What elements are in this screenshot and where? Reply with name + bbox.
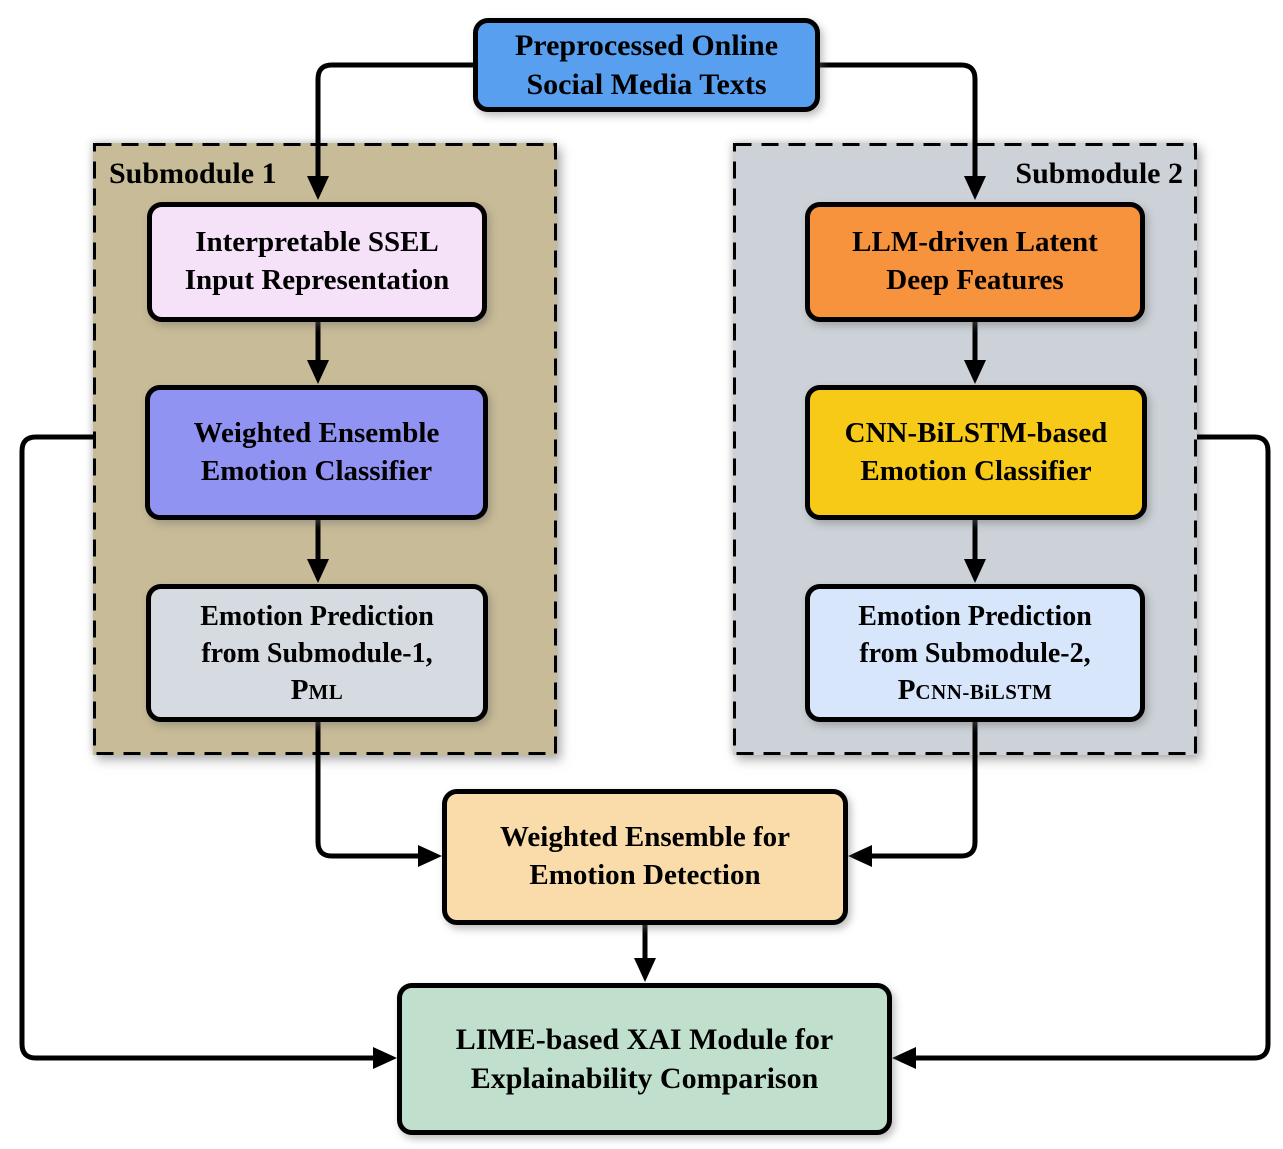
submodule2-prediction-box: Emotion Prediction from Submodule-2, PCN… (805, 584, 1145, 722)
symbol-sub-cnn-bilstm: CNN-BiLSTM (915, 679, 1053, 704)
symbol-p-ml: P (290, 673, 309, 706)
ssel-input-representation-label: Interpretable SSEL Input Representation (184, 226, 450, 296)
submodule1-prediction-box: Emotion Prediction from Submodule-1, PML (146, 584, 488, 722)
weighted-ensemble-classifier-label: Weighted Ensemble Emotion Classifier (193, 416, 440, 487)
submodule2-prediction-symbol: PCNN-BiLSTM (897, 673, 1053, 707)
llm-latent-features-label: LLM-driven Latent Deep Features (852, 226, 1098, 296)
symbol-sub-ml: ML (308, 679, 344, 704)
cnn-bilstm-classifier-box: CNN-BiLSTM-based Emotion Classifier (805, 385, 1147, 520)
arrowhead-sm1-prediction-to-ensemble (418, 845, 442, 867)
llm-latent-features-box: LLM-driven Latent Deep Features (805, 202, 1145, 322)
weighted-ensemble-detection-box: Weighted Ensemble for Emotion Detection (442, 789, 848, 925)
arrowhead-submodule1-to-xai (373, 1047, 397, 1069)
cnn-bilstm-classifier-label: CNN-BiLSTM-based Emotion Classifier (844, 416, 1108, 487)
submodule1-prediction-label: Emotion Prediction from Submodule-1, (200, 601, 434, 669)
submodule1-title: Submodule 1 (109, 157, 277, 190)
preprocessed-texts-label: Preprocessed Online Social Media Texts (514, 29, 779, 101)
weighted-ensemble-classifier-box: Weighted Ensemble Emotion Classifier (145, 385, 488, 520)
arrowhead-ensemble-to-xai (634, 958, 656, 982)
arrowhead-sm2-prediction-to-ensemble (848, 845, 872, 867)
ssel-input-representation-box: Interpretable SSEL Input Representation (147, 202, 487, 322)
arrowhead-submodule2-to-xai (892, 1047, 916, 1069)
submodule2-prediction-label: Emotion Prediction from Submodule-2, (858, 601, 1092, 669)
symbol-p-cnn-bilstm: P (897, 673, 916, 706)
preprocessed-texts-box: Preprocessed Online Social Media Texts (473, 18, 820, 112)
lime-xai-module-box: LIME-based XAI Module for Explainability… (397, 983, 892, 1135)
submodule1-prediction-symbol: PML (290, 673, 344, 707)
weighted-ensemble-detection-label: Weighted Ensemble for Emotion Detection (500, 821, 790, 891)
lime-xai-module-label: LIME-based XAI Module for Explainability… (455, 1023, 834, 1095)
submodule2-title: Submodule 2 (1015, 157, 1183, 190)
